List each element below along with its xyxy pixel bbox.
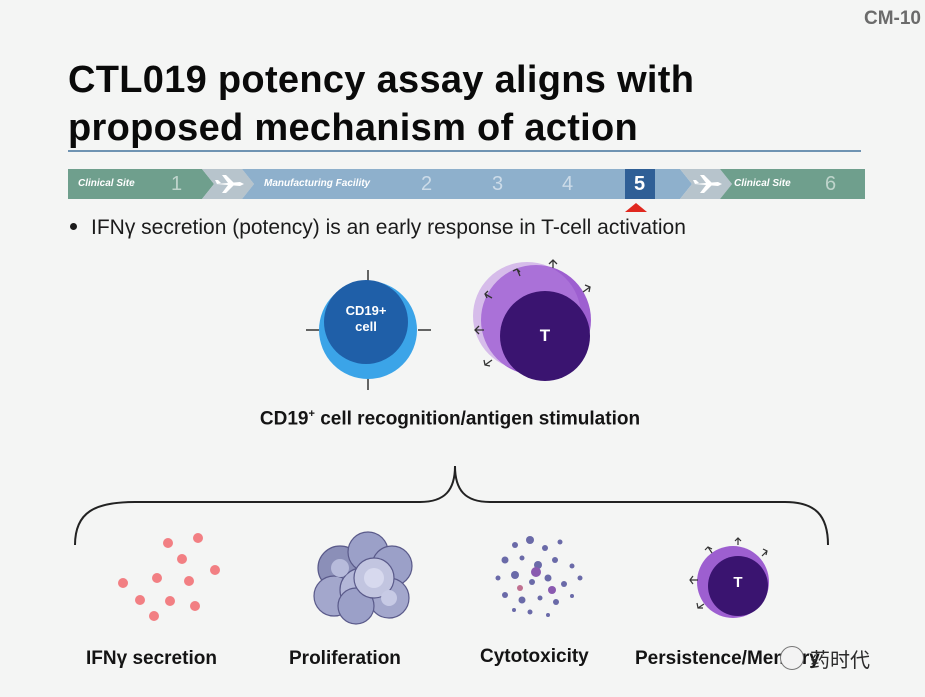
cd19-cell-label-line-2: cell (355, 319, 377, 334)
step-3: 3 (492, 173, 504, 195)
stage-label-clinical-site-1: Clinical Site (78, 178, 135, 189)
bullet-text: IFNγ secretion (potency) is an early res… (91, 216, 686, 239)
stage-label-manufacturing: Manufacturing Facility (264, 178, 371, 189)
watermark: 药时代 (780, 642, 870, 674)
segment-clinical-site-1 (68, 169, 214, 199)
persistence-t-cell-icon (689, 537, 769, 618)
title-line-2: proposed mechanism of action (68, 107, 639, 149)
step-6: 6 (825, 173, 837, 195)
t-cell-icon (473, 259, 591, 381)
bullet-point: IFNγ secretion (potency) is an early res… (70, 216, 686, 240)
bullet-dot-icon (70, 222, 77, 230)
outcome-persistence-memory: Persistence/Memory (635, 648, 820, 669)
segment-clinical-site-2 (720, 169, 865, 199)
outcome-proliferation: Proliferation (289, 648, 401, 669)
stimulation-caption: CD19+ cell recognition/antigen stimulati… (200, 408, 700, 430)
plane-icon-1 (215, 175, 244, 193)
title-rule (68, 150, 861, 152)
t-cell-label: T (539, 326, 551, 345)
caption-cd19: CD19 (259, 408, 309, 430)
persistence-t-cell-label: T (733, 574, 743, 591)
cd19-cell-label: CD19+ cell (330, 303, 402, 335)
step-4: 4 (562, 173, 574, 195)
step-2: 2 (421, 173, 433, 195)
stage-label-clinical-site-2: Clinical Site (734, 178, 791, 189)
outcome-cytotoxicity: Cytotoxicity (480, 646, 589, 667)
process-bar: Clinical Site 1 Manufacturing Facility 2… (68, 169, 865, 199)
cd19-cell-icon (306, 270, 431, 390)
proliferation-cluster-icon (313, 531, 413, 625)
process-bar-graphic (68, 169, 865, 199)
step-5-active: 5 (634, 173, 646, 195)
slide-title: CTL019 potency assay aligns with propose… (68, 56, 888, 152)
segment-after-active (655, 169, 692, 199)
outcome-ifn-gamma-secretion: IFNγ secretion (86, 648, 217, 669)
cytotoxicity-debris-icon (495, 536, 583, 617)
ifn-gamma-dots-icon (118, 533, 220, 621)
caption-superscript: + (308, 408, 315, 420)
step-1: 1 (171, 173, 183, 195)
plane-icon-2 (693, 175, 722, 193)
active-step-marker-icon (625, 203, 647, 212)
caption-rest: cell recognition/antigen stimulation (314, 408, 641, 430)
segment-manufacturing (242, 169, 625, 199)
cd19-cell-label-line-1: CD19+ (345, 303, 387, 318)
wechat-logo-icon (780, 646, 804, 670)
slide-id: CM-10 (863, 8, 921, 29)
title-line-1: CTL019 potency assay aligns with (68, 59, 695, 101)
outcome-brace (74, 465, 829, 546)
watermark-text: 药时代 (810, 649, 870, 672)
active-step-box (625, 169, 655, 199)
